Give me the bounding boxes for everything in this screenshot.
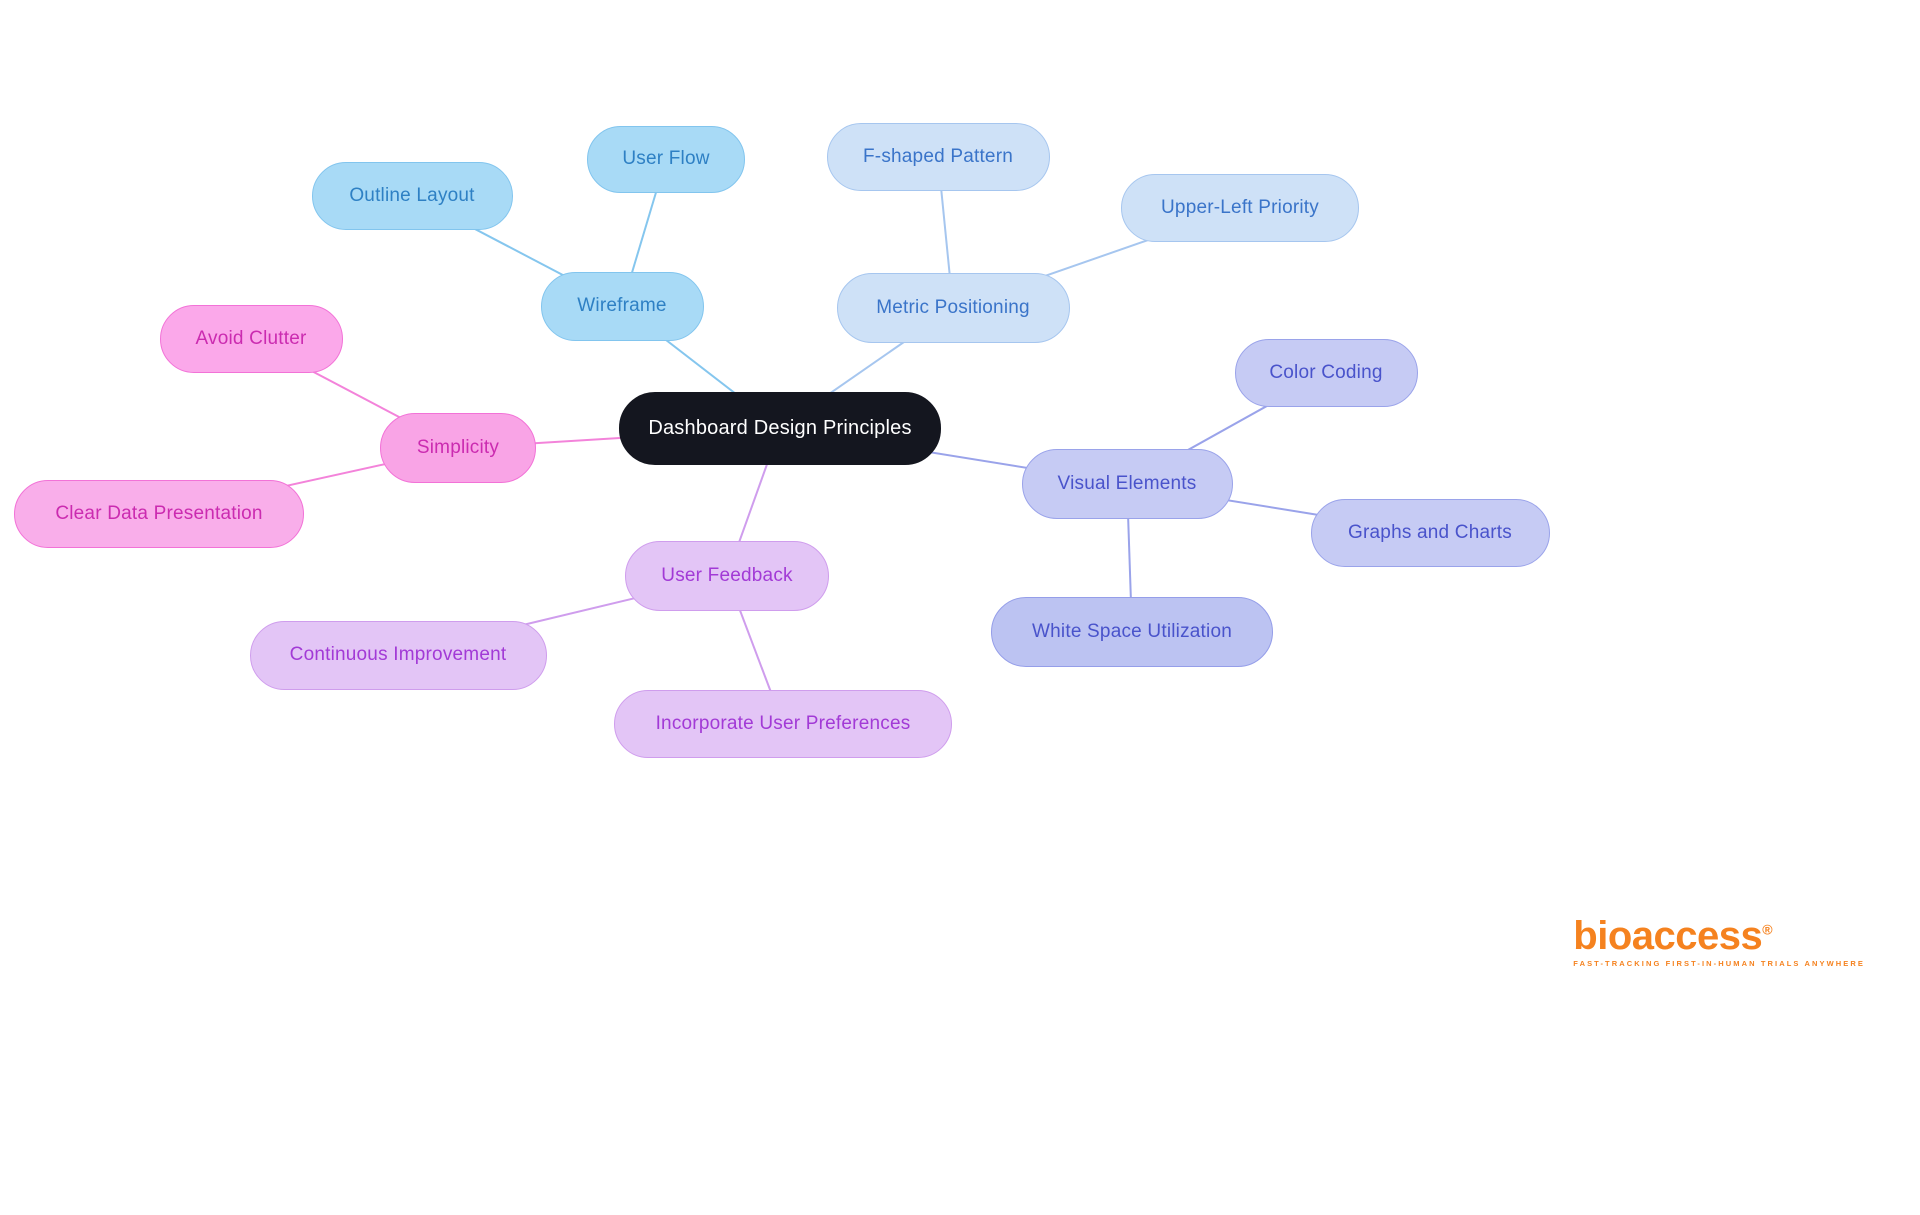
node-center[interactable]: Dashboard Design Principles xyxy=(619,391,941,465)
node-user-feedback[interactable]: User Feedback xyxy=(625,541,829,611)
node-wireframe[interactable]: Wireframe xyxy=(540,271,704,341)
node-upper-left-priority[interactable]: Upper-Left Priority xyxy=(1121,174,1359,242)
node-avoid-clutter[interactable]: Avoid Clutter xyxy=(159,305,343,373)
node-incorporate-user-preferences[interactable]: Incorporate User Preferences xyxy=(614,690,952,758)
node-color-coding[interactable]: Color Coding xyxy=(1234,339,1418,407)
node-f-shaped-pattern[interactable]: F-shaped Pattern xyxy=(826,123,1050,191)
brand-logo: bioaccess® FAST-TRACKING FIRST-IN-HUMAN … xyxy=(1573,916,1865,968)
node-visual-elements[interactable]: Visual Elements xyxy=(1021,449,1233,519)
node-continuous-improvement[interactable]: Continuous Improvement xyxy=(249,620,547,690)
node-graphs-and-charts[interactable]: Graphs and Charts xyxy=(1310,499,1550,567)
brand-tagline: FAST-TRACKING FIRST-IN-HUMAN TRIALS ANYW… xyxy=(1573,958,1865,968)
node-simplicity[interactable]: Simplicity xyxy=(380,413,536,483)
brand-name: bioaccess® xyxy=(1573,913,1773,958)
node-clear-data-presentation[interactable]: Clear Data Presentation xyxy=(14,480,304,548)
node-outline-layout[interactable]: Outline Layout xyxy=(311,162,513,230)
node-white-space-utilization[interactable]: White Space Utilization xyxy=(991,597,1273,667)
node-user-flow[interactable]: User Flow xyxy=(587,125,745,193)
node-metric-positioning[interactable]: Metric Positioning xyxy=(836,273,1070,343)
registered-mark-icon: ® xyxy=(1762,921,1773,938)
